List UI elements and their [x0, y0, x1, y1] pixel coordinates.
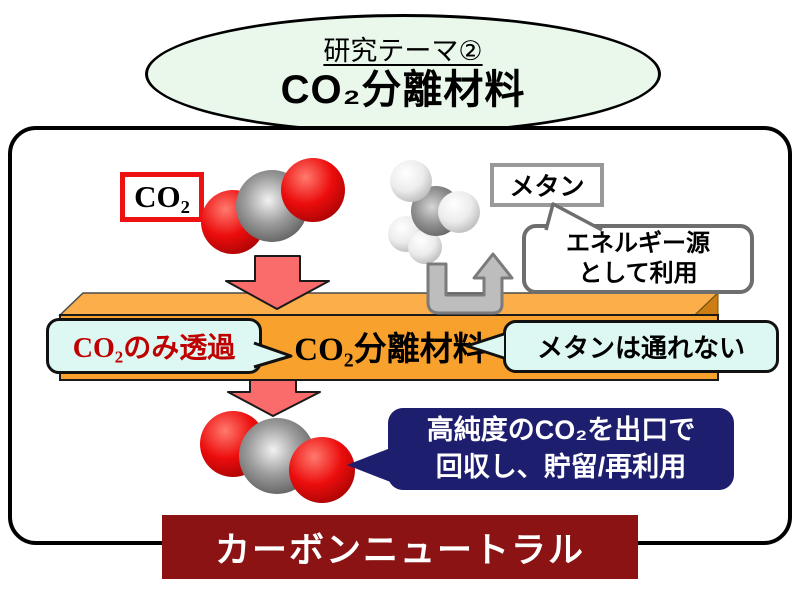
energy-use-line1: エネルギー源 [566, 230, 710, 257]
co2-label-box: CO₂ [120, 172, 204, 222]
blocked-note-tail [465, 332, 505, 360]
methane-label-box: メタン [490, 163, 604, 207]
down-arrow-icon [225, 255, 330, 310]
oxygen-sphere [281, 158, 345, 222]
carbon-neutral-banner: カーボンニュートラル [162, 515, 638, 579]
energy-bubble-tail [544, 202, 603, 232]
recovery-line2: 回収し、貯留/再利用 [435, 452, 687, 482]
membrane-label: CO₂分離材料 [294, 332, 486, 368]
energy-use-line2: として利用 [578, 260, 698, 287]
page-title: CO₂分離材料 [280, 68, 526, 112]
title-ellipse: 研究テーマ② CO₂分離材料 [145, 14, 661, 134]
permeate-note: CO₂のみ透過 [46, 318, 262, 374]
recovery-bubble: 高純度のCO₂を出口で 回収し、貯留/再利用 [388, 408, 734, 490]
hydrogen-sphere [438, 191, 480, 233]
recovery-bubble-tail [347, 447, 393, 483]
u-turn-arrow-icon [426, 252, 514, 315]
permeate-note-tail [253, 341, 293, 369]
hydrogen-sphere [390, 160, 432, 202]
oxygen-sphere [289, 437, 355, 503]
blocked-note: メタンは通れない [503, 320, 779, 373]
theme-label: 研究テーマ② [323, 36, 483, 66]
recovery-line1: 高純度のCO₂を出口で [426, 415, 696, 445]
energy-use-bubble: エネルギー源 として利用 [522, 224, 754, 294]
